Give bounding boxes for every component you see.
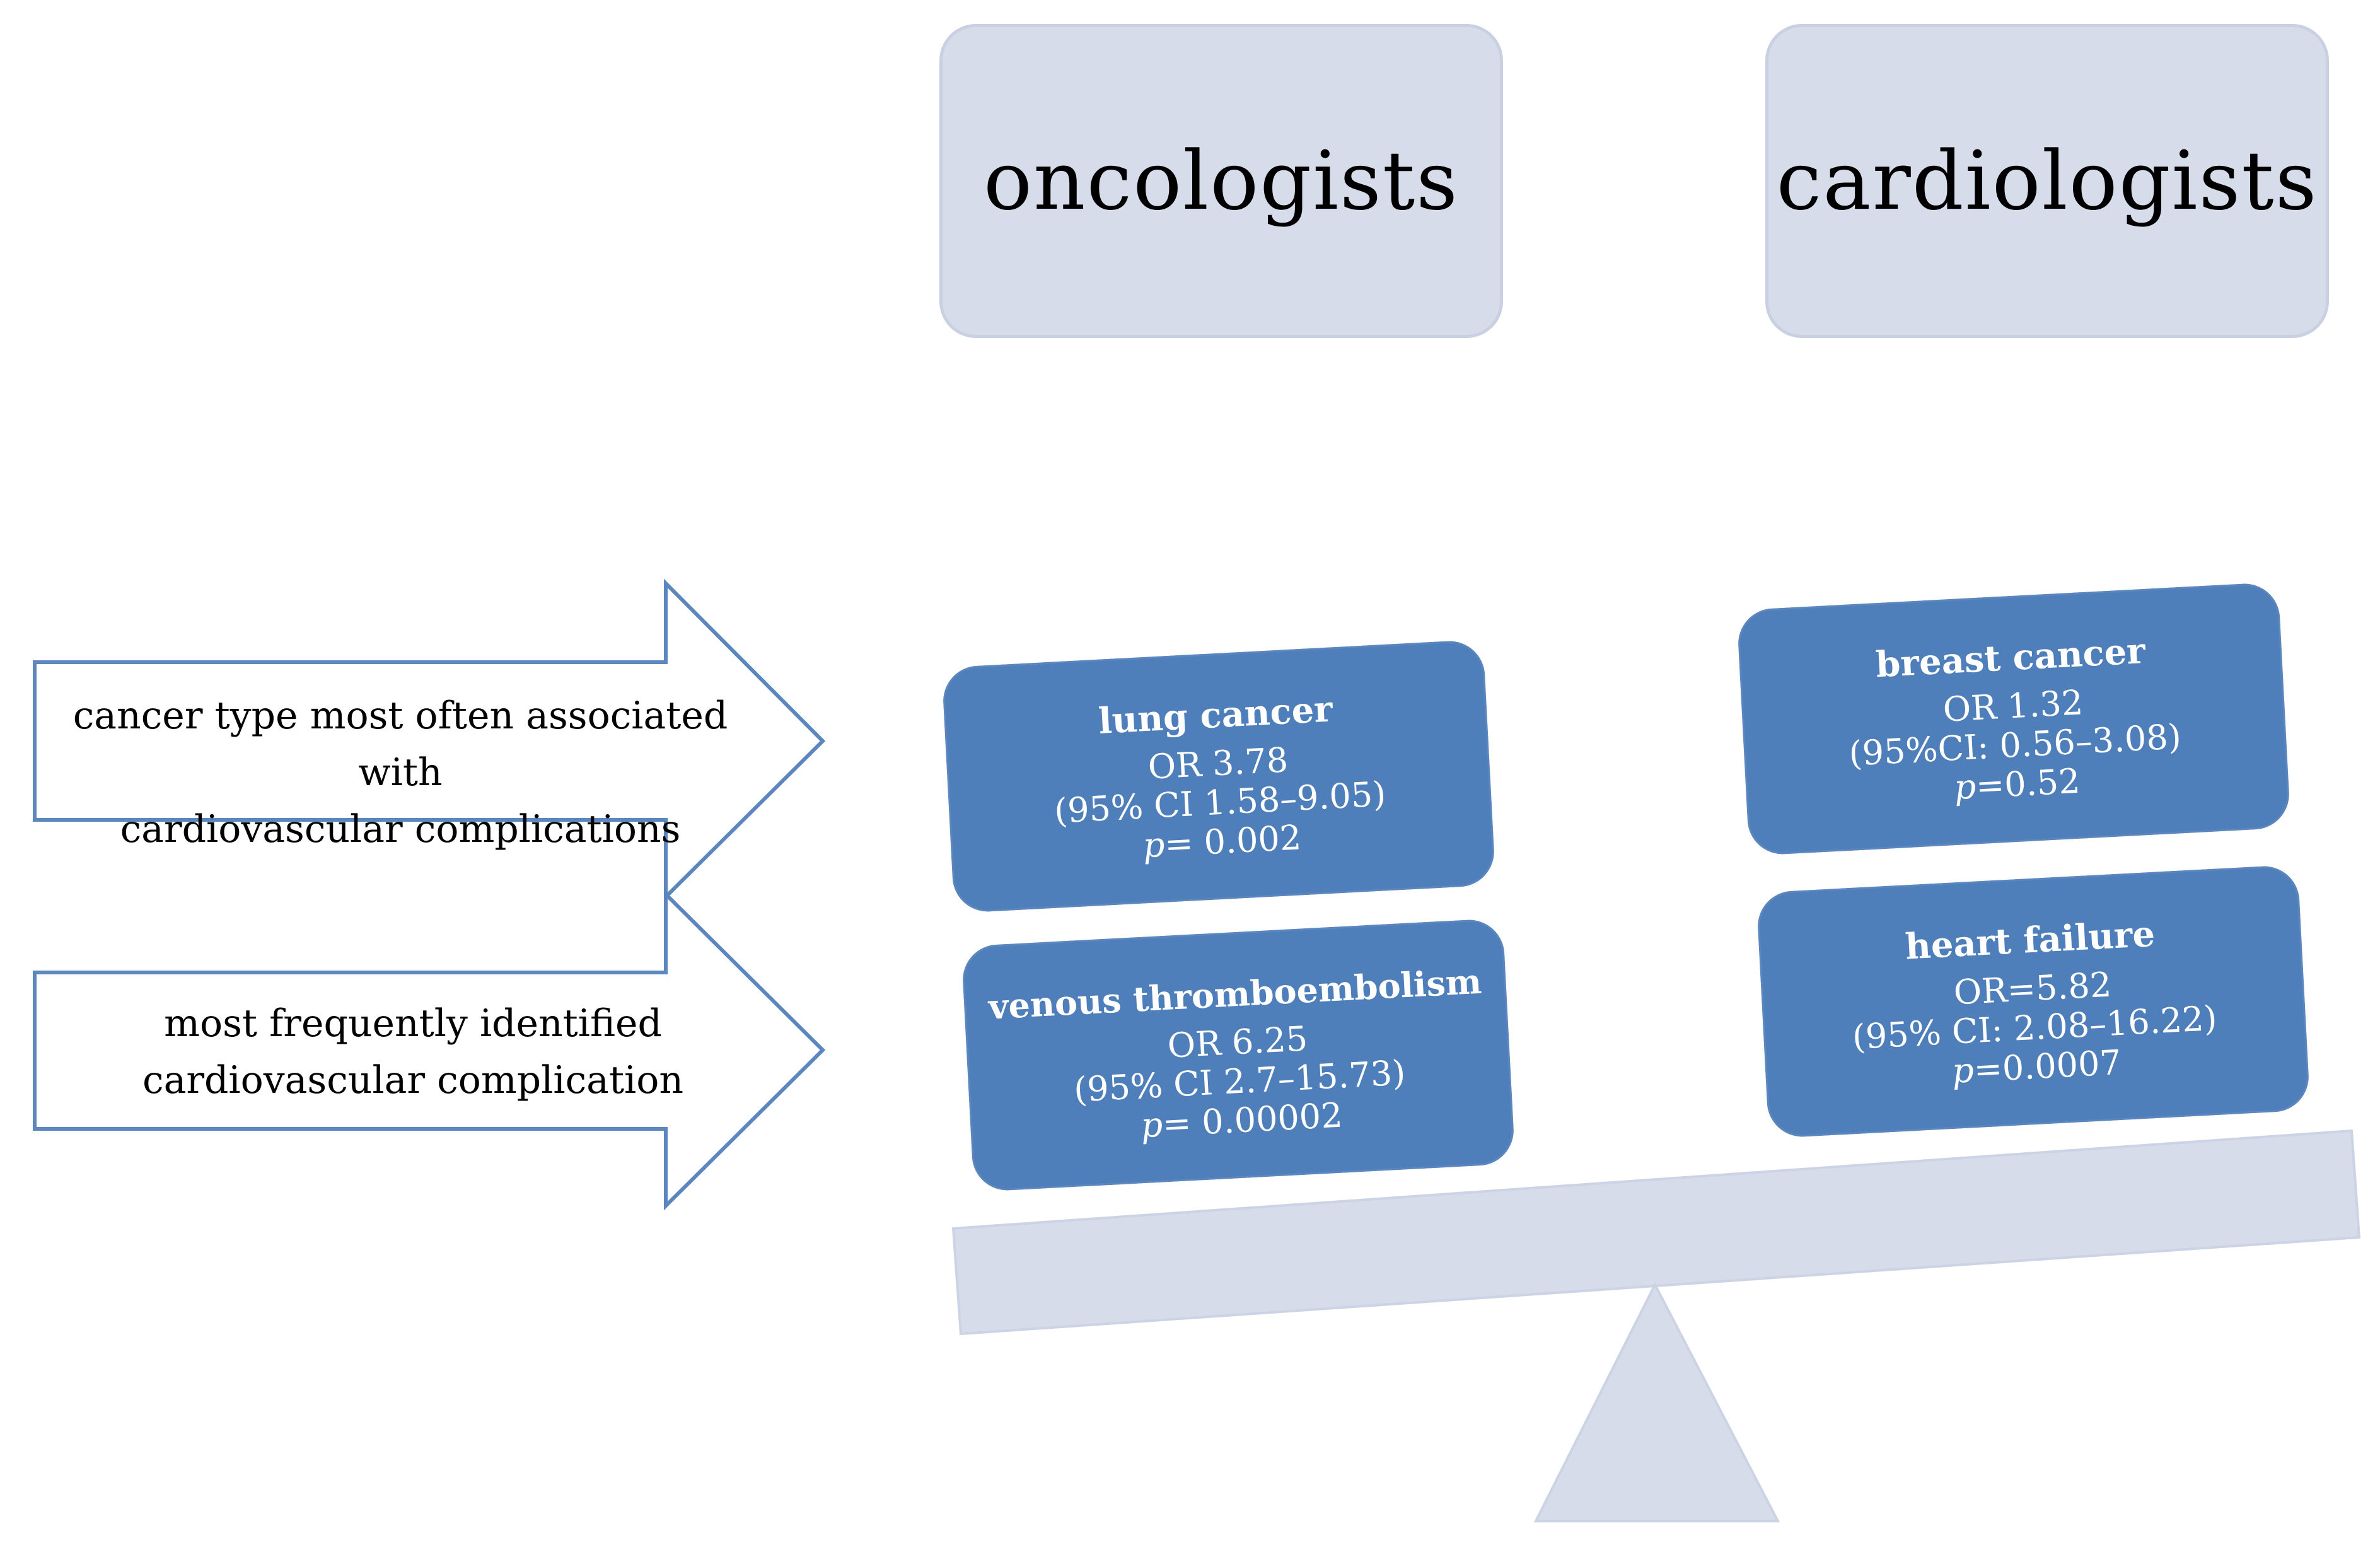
header-oncologists: oncologists	[939, 24, 1503, 338]
p-value-text: =0.0007	[1973, 1042, 2123, 1090]
arrow-label-cancer-type: cancer type most often associated with c…	[38, 687, 763, 858]
arrow-label-line: most frequently identified	[164, 1001, 662, 1046]
p-symbol: p	[1951, 1050, 1975, 1091]
p-value-text: = 0.00002	[1161, 1095, 1344, 1145]
p-symbol: p	[1953, 766, 1977, 808]
p-symbol: p	[1142, 824, 1166, 866]
arrow-label-line: cardiovascular complication	[142, 1058, 684, 1102]
card-lung-cancer: lung cancer OR 3.78 (95% CI 1.58–9.05) p…	[941, 639, 1496, 914]
header-cardiologists: cardiologists	[1765, 24, 2329, 338]
card-heart-failure: heart failure OR=5.82 (95% CI: 2.08–16.2…	[1756, 864, 2311, 1139]
card-venous-thromboembolism: venous thromboembolism OR 6.25 (95% CI 2…	[961, 918, 1516, 1193]
p-symbol: p	[1139, 1104, 1164, 1146]
arrow-shape-cancer-type	[33, 578, 826, 902]
scale-beam	[951, 1129, 2361, 1336]
card-breast-cancer: breast cancer OR 1.32 (95%CI: 0.56–3.08)…	[1736, 581, 2291, 856]
arrow-label-line: cancer type most often associated with	[73, 694, 728, 795]
p-value-text: =0.52	[1975, 761, 2081, 807]
arrow-shape-complication	[33, 889, 826, 1211]
arrow-label-line: cardiovascular complications	[120, 807, 681, 851]
arrow-label-complication: most frequently identified cardiovascula…	[95, 995, 731, 1109]
scale-fulcrum	[1533, 1281, 1780, 1522]
p-value-text: = 0.002	[1163, 817, 1303, 865]
